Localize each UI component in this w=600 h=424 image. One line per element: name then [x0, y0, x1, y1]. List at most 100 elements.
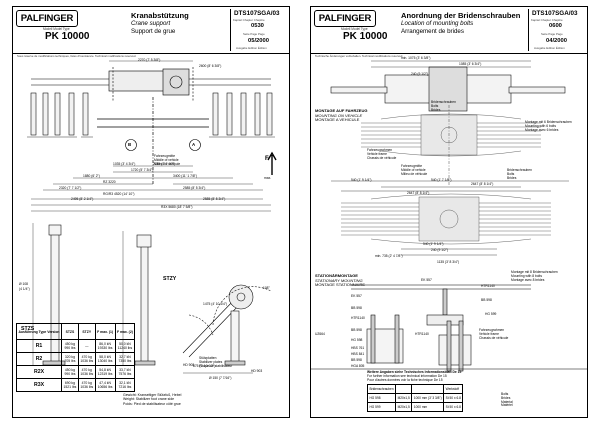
page-caption: Seite Page Page	[243, 32, 265, 36]
bolts-label-bottom: Bridenschrauben Bolts Brides	[507, 168, 532, 180]
truck-mount-title: MONTAGE AUF FAHRZEUG MOUNTING ON VEHICLE…	[315, 108, 368, 123]
part-hg598: HG 598	[351, 338, 363, 342]
spec-header-stzs: STZS	[61, 323, 79, 340]
doc-caption: Kapitel Chapter Chapitre	[233, 18, 265, 22]
dim-stat-5: 1135 (3' 8 3/4")	[437, 260, 460, 264]
doc-number-box: DTS107SGA/03 Kapitel Chapter Chapitre 05…	[230, 9, 287, 51]
title-english: Crane support	[131, 20, 171, 27]
title-german: Kranabstützung	[131, 11, 189, 20]
side-view-stzy	[134, 234, 156, 366]
chapter-code: 0600	[549, 23, 562, 29]
hd903-label: HD 903	[251, 369, 263, 373]
part-bb598-b: BB 598	[351, 306, 362, 310]
revision-note: Technische Änderungen vorbehalten. Techn…	[315, 54, 404, 58]
dim-mid-9: RG/R3 4520 (14' 10")	[103, 192, 135, 196]
position-b-label: B	[128, 142, 132, 147]
dim-truck-1: min. 1075 (3' 6 3/8")	[401, 56, 431, 60]
spec-header-type: Ausführung Type Version	[15, 323, 63, 340]
dia-inch-label: (4 1/4")	[19, 287, 30, 291]
vehicle-frame	[97, 97, 209, 185]
vehicle-centre-label: Fahrzeugmitte Middle of vehicle Milieu d…	[154, 154, 181, 166]
model-name: PK 10000	[343, 31, 388, 42]
title-german: Anordnung der Bridenschrauben	[401, 11, 521, 20]
stationary-title: STATIONÄRMONTAGE STATIONARY MOUNTING MON…	[315, 273, 366, 288]
truck-dimension-lines	[331, 60, 569, 188]
stationary-frame-hatch	[341, 193, 551, 245]
title-english: Location of mounting bolts	[401, 20, 474, 27]
doc-number: DTS107SGA/03	[532, 10, 578, 17]
title-block: PALFINGER Modell Model Type PK 10000 Ano…	[311, 7, 587, 54]
spec-header-fmax1: F max. (1)	[94, 323, 116, 340]
vehicle-frame-detail-label: Fahrzeugrahmen Vehicle frame Chassis de …	[479, 328, 509, 340]
dia150-label: Ø 150 (7 7/16")	[209, 376, 232, 380]
dim-1475-label: 1475 (4' 10 1/4")	[203, 302, 228, 306]
stabilizer-beams	[31, 67, 271, 101]
hd908-label: HD 908	[183, 363, 195, 367]
force-max-label: max.	[264, 176, 272, 180]
dimension-lines	[31, 60, 271, 212]
dim-stat-2: 540 (1' 9 1/4")	[423, 242, 444, 246]
spec-table: Ausführung Type Version STZS STZY F max.…	[15, 323, 136, 392]
edition-date: 05/2000	[248, 38, 269, 44]
crane-support-sheet: PALFINGER Modell Model Type PK 10000 Kra…	[12, 6, 290, 418]
truck-mount-view	[330, 66, 566, 112]
info-header: Weitere Angaben siehe Technisches Inform…	[367, 370, 462, 382]
dim-mid-4: 1880 (6' 2")	[83, 174, 100, 178]
part-hga805: HGA 805	[351, 364, 365, 368]
part-hbs761: HBS 761	[351, 346, 365, 350]
position-a-circle	[189, 139, 201, 151]
dim-mid-8: 2585 (8' 5 3/4")	[183, 186, 206, 190]
dim-mid-5: 3400 (11' 1 7/8")	[173, 174, 197, 178]
angle-label: 108°	[263, 286, 270, 290]
model-caption: Modell Model Type	[341, 27, 368, 31]
part-bb598-a: BB 598	[481, 298, 492, 302]
stationary-dimension-lines	[341, 190, 551, 256]
title-block: PALFINGER Modell Model Type PK 10000 Kra…	[13, 7, 289, 54]
dim-top-2: 2600 (8' 6 3/8")	[199, 64, 222, 68]
model-caption: Modell Model Type	[43, 27, 70, 31]
doc-number-box: DTS107SGA/03 Kapitel Chapter Chapitre 06…	[528, 9, 585, 51]
force-label: F	[265, 156, 269, 162]
dim-mid-2: 2185 (7' 2 1/2")	[153, 162, 176, 166]
doc-caption: Kapitel Chapter Chapitre	[531, 18, 563, 22]
bolt-location-sheet: PALFINGER Modell Model Type PK 10000 Ano…	[310, 6, 588, 418]
dim-mid-7: 2320 (7' 7 1/2")	[59, 186, 82, 190]
dim-low-3: 2585 (8' 5 3/4")	[203, 197, 226, 201]
stabilizer-legs	[30, 92, 273, 136]
part-htr1140-b: HTR1140	[351, 316, 365, 320]
part-bb598-c: BB 598	[351, 328, 362, 332]
position-b-circle	[125, 139, 137, 151]
dim-low-1: 2495 (8' 2 1/4")	[71, 197, 94, 201]
dim-875-label: 875 (2' 10 1/2")	[193, 364, 216, 368]
part-htr1140-a: HTR1140	[481, 284, 495, 288]
bolt-detail-views	[351, 284, 531, 372]
dim-truck-3: 240 (9 1/2")	[411, 72, 429, 76]
position-a-label: A	[192, 142, 196, 147]
stzy-label: STZY	[163, 276, 177, 282]
brand-logo: PALFINGER	[16, 10, 78, 27]
dim-top-1: 2270 (7' 5 3/8")	[138, 58, 161, 62]
brand-logo: PALFINGER	[314, 10, 376, 27]
vehicle-middle-label: Fahrzeugmitte Middle of vehicle Milieu d…	[401, 164, 428, 176]
date-caption: Ausgabe Edition Édition	[236, 46, 267, 50]
dim-mid-6: RZ 3220	[103, 180, 116, 184]
vehicle-frame-label: Fahrzeugrahmen Vehicle frame Chassis de …	[367, 148, 397, 160]
dim-stat-1: 2647 (8' 8 1/4")	[407, 191, 430, 195]
page-caption: Seite Page Page	[541, 32, 563, 36]
dim-stat-4: min. 735 (2' 4 7/8")	[375, 254, 403, 258]
dim-mid-3: 1720 (5' 7 3/4")	[131, 168, 154, 172]
spec-header-stzy: STZY	[77, 323, 96, 340]
crane-support-drawing	[27, 60, 277, 374]
dim-low-2: R3X 5680 (18' 7 5/8")	[161, 205, 193, 209]
model-name: PK 10000	[45, 31, 90, 42]
part-ek557-b: EK 557	[351, 294, 362, 298]
material-labels: Bolts Brides Material Matériel	[501, 392, 513, 408]
